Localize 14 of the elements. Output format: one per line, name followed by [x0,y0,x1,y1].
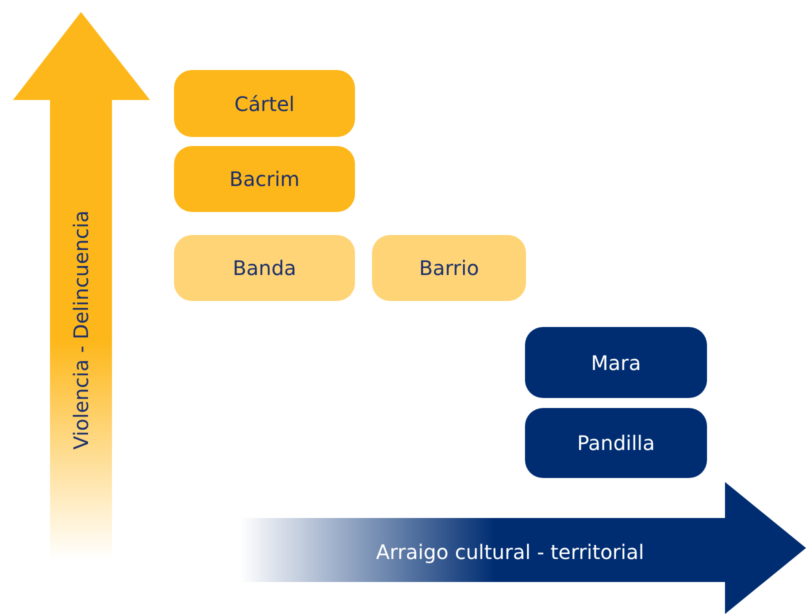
category-box [174,146,355,212]
category-box [174,70,355,137]
category-box [525,408,707,478]
category-box [372,235,526,301]
category-label: Banda [232,256,296,280]
category-label: Cártel [234,92,295,116]
axis-label: Arraigo cultural - territorial [376,540,644,564]
category-label: Barrio [419,256,479,280]
category-label: Mara [591,350,641,374]
category-box [525,327,707,398]
category-box [174,235,355,301]
category-label: Bacrim [229,167,300,191]
category-label: Pandilla [577,431,655,455]
axis-label: Violencia - Delincuencia [69,210,93,450]
